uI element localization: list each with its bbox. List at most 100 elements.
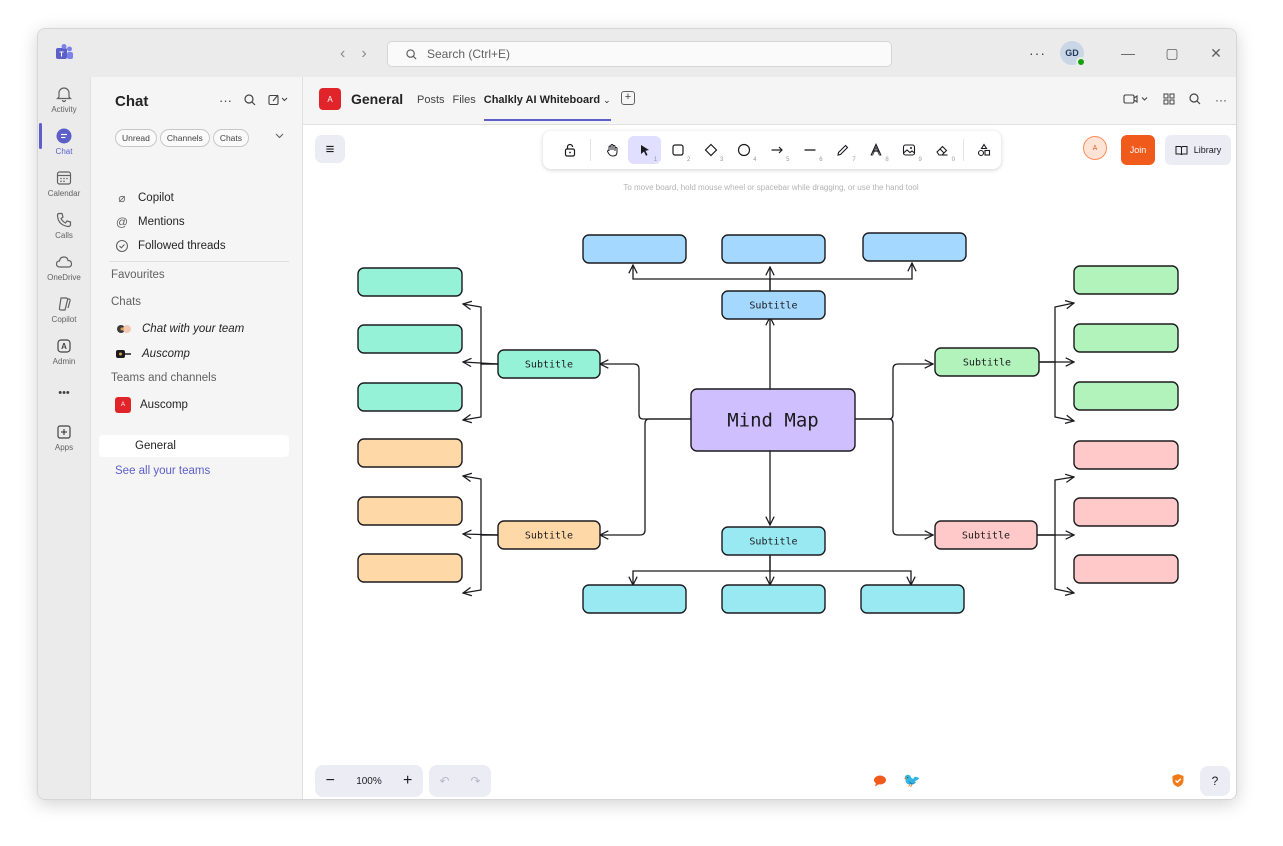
teams-logo-icon[interactable]: T <box>54 43 74 63</box>
video-call-icon[interactable] <box>1123 93 1149 105</box>
forward-arrow-icon[interactable]: › <box>361 45 367 62</box>
bird-logo-icon[interactable]: 🐦 <box>903 772 921 788</box>
cyan-node-2[interactable] <box>721 584 826 614</box>
shapes-icon[interactable] <box>968 136 1001 164</box>
subtitle-bottom-node[interactable]: Subtitle <box>721 526 826 556</box>
eraser-icon[interactable]: 0 <box>926 136 959 164</box>
chat-item-team[interactable]: Chat with your team <box>115 322 244 336</box>
subtitle-left-bottom-node[interactable]: Subtitle <box>497 520 601 550</box>
lock-icon[interactable] <box>553 136 586 164</box>
connector-red-3 <box>1037 534 1074 593</box>
blue-node-2[interactable] <box>721 234 826 264</box>
quick-followed-threads[interactable]: Followed threads <box>115 239 226 253</box>
see-all-teams-link[interactable]: See all your teams <box>115 465 211 477</box>
chat-item-auscomp[interactable]: Auscomp <box>115 347 190 361</box>
more-options-icon[interactable]: ··· <box>1029 45 1046 61</box>
help-icon[interactable]: ? <box>1200 766 1230 796</box>
rail-chat[interactable]: Chat <box>38 127 90 156</box>
comment-bubble-icon[interactable] <box>873 775 887 787</box>
rail-activity[interactable]: Activity <box>38 85 90 114</box>
library-button[interactable]: Library <box>1165 135 1231 165</box>
user-avatar[interactable]: GD <box>1060 41 1086 67</box>
blue-node-3[interactable] <box>862 232 967 262</box>
chevron-down-icon[interactable] <box>275 133 284 139</box>
mind-map-center-node[interactable]: Mind Map <box>690 388 856 452</box>
hand-icon[interactable] <box>595 136 628 164</box>
chat-search-icon[interactable] <box>244 94 256 106</box>
red-node-2[interactable] <box>1073 497 1179 527</box>
favourites-label[interactable]: Favourites <box>111 269 165 281</box>
undo-icon[interactable]: ↶ <box>439 774 450 788</box>
minimize-button[interactable]: — <box>1121 45 1135 61</box>
image-icon[interactable]: 9 <box>893 136 926 164</box>
subtitle-right-top-node[interactable]: Subtitle <box>934 347 1040 377</box>
orange-node-2[interactable] <box>357 496 463 526</box>
new-chat-icon[interactable] <box>268 94 288 106</box>
filter-channels[interactable]: Channels <box>159 129 210 147</box>
subtitle-left-top-node[interactable]: Subtitle <box>497 349 601 379</box>
pointer-icon[interactable]: 1 <box>628 136 662 164</box>
back-arrow-icon[interactable]: ‹ <box>340 45 346 62</box>
apps-grid-icon[interactable] <box>1163 93 1175 105</box>
quick-copilot[interactable]: ⌀ Copilot <box>115 191 173 205</box>
orange-node-1[interactable] <box>357 438 463 468</box>
close-button[interactable]: ✕ <box>1210 44 1222 61</box>
add-tab-icon[interactable]: + <box>621 91 635 105</box>
mint-node-3[interactable] <box>357 382 463 412</box>
channel-general[interactable]: General <box>99 435 289 457</box>
rail-copilot-label: Copilot <box>51 315 77 324</box>
blue-node-1[interactable] <box>582 234 687 264</box>
teams-channels-label[interactable]: Teams and channels <box>111 372 217 384</box>
collaborator-avatar[interactable]: A <box>1083 136 1107 160</box>
more-apps-icon[interactable]: ••• <box>58 387 70 399</box>
line-icon[interactable]: 6 <box>794 136 827 164</box>
chats-label[interactable]: Chats <box>111 296 142 308</box>
pencil-icon[interactable]: 7 <box>827 136 860 164</box>
green-node-3[interactable] <box>1073 381 1179 411</box>
rail-apps[interactable]: Apps <box>38 423 90 452</box>
connector-red-1 <box>1037 477 1074 536</box>
mindmap-diagram[interactable]: Mind MapSubtitleSubtitleSubtitleSubtitle… <box>303 125 1237 800</box>
tab-chalkly-whiteboard[interactable]: Chalkly AI Whiteboard ⌄ <box>483 94 611 121</box>
team-auscomp[interactable]: A Auscomp <box>115 397 188 413</box>
rail-admin[interactable]: A Admin <box>38 337 90 366</box>
quick-mentions[interactable]: @ Mentions <box>115 215 185 229</box>
filter-unread[interactable]: Unread <box>115 129 157 147</box>
join-button[interactable]: Join <box>1121 135 1155 165</box>
search-box[interactable]: Search (Ctrl+E) <box>387 41 892 67</box>
rail-copilot[interactable]: Copilot <box>38 295 90 324</box>
red-node-1[interactable] <box>1073 440 1179 470</box>
subtitle-top-node[interactable]: Subtitle <box>721 290 826 320</box>
rail-calendar[interactable]: Calendar <box>38 169 90 198</box>
orange-node-3[interactable] <box>357 553 463 583</box>
header-more-icon[interactable]: ··· <box>1215 93 1227 107</box>
tab-posts[interactable]: Posts <box>417 94 445 106</box>
filter-chats[interactable]: Chats <box>212 129 250 147</box>
text-icon[interactable]: 8 <box>860 136 893 164</box>
red-node-3[interactable] <box>1073 554 1179 584</box>
zoom-in-icon[interactable]: + <box>403 772 413 789</box>
rail-calls[interactable]: Calls <box>38 211 90 240</box>
mint-node-1[interactable] <box>357 267 463 297</box>
rail-onedrive[interactable]: OneDrive <box>38 253 90 282</box>
mint-node-2[interactable] <box>357 324 463 354</box>
hamburger-menu-icon[interactable]: ≡ <box>315 135 345 163</box>
green-node-2[interactable] <box>1073 323 1179 353</box>
zoom-level[interactable]: 100% <box>356 775 382 787</box>
green-node-1[interactable] <box>1073 265 1179 295</box>
cyan-node-3[interactable] <box>860 584 965 614</box>
chat-more-icon[interactable]: ··· <box>219 93 232 108</box>
subtitle-right-bottom-node[interactable]: Subtitle <box>934 520 1038 550</box>
cyan-node-1[interactable] <box>582 584 687 614</box>
redo-icon[interactable]: ↷ <box>470 774 481 788</box>
arrow-icon[interactable]: 5 <box>760 136 793 164</box>
rectangle-icon[interactable]: 2 <box>661 136 694 164</box>
tab-files[interactable]: Files <box>452 94 476 106</box>
diamond-icon[interactable]: 3 <box>694 136 727 164</box>
ellipse-icon[interactable]: 4 <box>727 136 760 164</box>
maximize-button[interactable]: ▢ <box>1165 44 1179 61</box>
zoom-out-icon[interactable]: − <box>325 772 335 789</box>
shield-check-icon[interactable] <box>1171 773 1185 788</box>
header-search-icon[interactable] <box>1189 93 1201 105</box>
